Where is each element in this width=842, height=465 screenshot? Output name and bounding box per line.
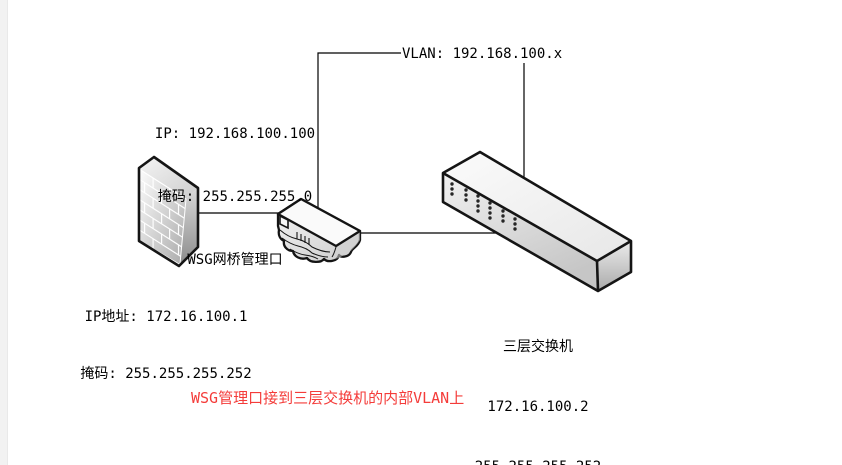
wsg-mgmt-ip: IP: 192.168.100.100 (154, 126, 316, 142)
switch-label: 三层交换机 172.16.100.2 255.255.255.252 (428, 297, 648, 465)
bridge-vent-ticks (296, 232, 310, 245)
bridge-right-face-shade (330, 231, 360, 260)
switch-ip: 172.16.100.2 (487, 399, 589, 415)
note-text: WSG管理口接到三层交换机的内部VLAN上 (191, 389, 465, 407)
connectors (195, 52, 525, 234)
switch-outline (441, 150, 633, 293)
wsg-bridge-mgmt-label: IP: 192.168.100.100 掩码: 255.255.255.0 WS… (125, 82, 345, 313)
switch-mask: 255.255.255.252 (428, 457, 648, 465)
bridge-port (279, 214, 289, 230)
wsg-bridge-icon (276, 197, 362, 264)
canvas-left-margin (0, 0, 8, 465)
wsg-mgmt-name: WSG网桥管理口 (187, 252, 283, 268)
firewall-mask: 掩码: 255.255.255.252 (80, 366, 252, 382)
switch-name: 三层交换机 (503, 339, 573, 355)
firewall-label: IP地址: 172.16.100.1 掩码: 255.255.255.252 (56, 270, 276, 422)
switch-ports (450, 182, 517, 231)
wsg-mgmt-mask: 掩码: 255.255.255.0 (157, 189, 313, 205)
connector-vlan-to-bridge (317, 52, 401, 212)
firewall-icon (137, 155, 200, 268)
bridge-top-face (276, 197, 362, 248)
firewall-ip: IP地址: 172.16.100.1 (84, 309, 248, 325)
vlan-label: VLAN: 192.168.100.x (402, 46, 563, 62)
layer3-switch-icon (441, 150, 633, 293)
